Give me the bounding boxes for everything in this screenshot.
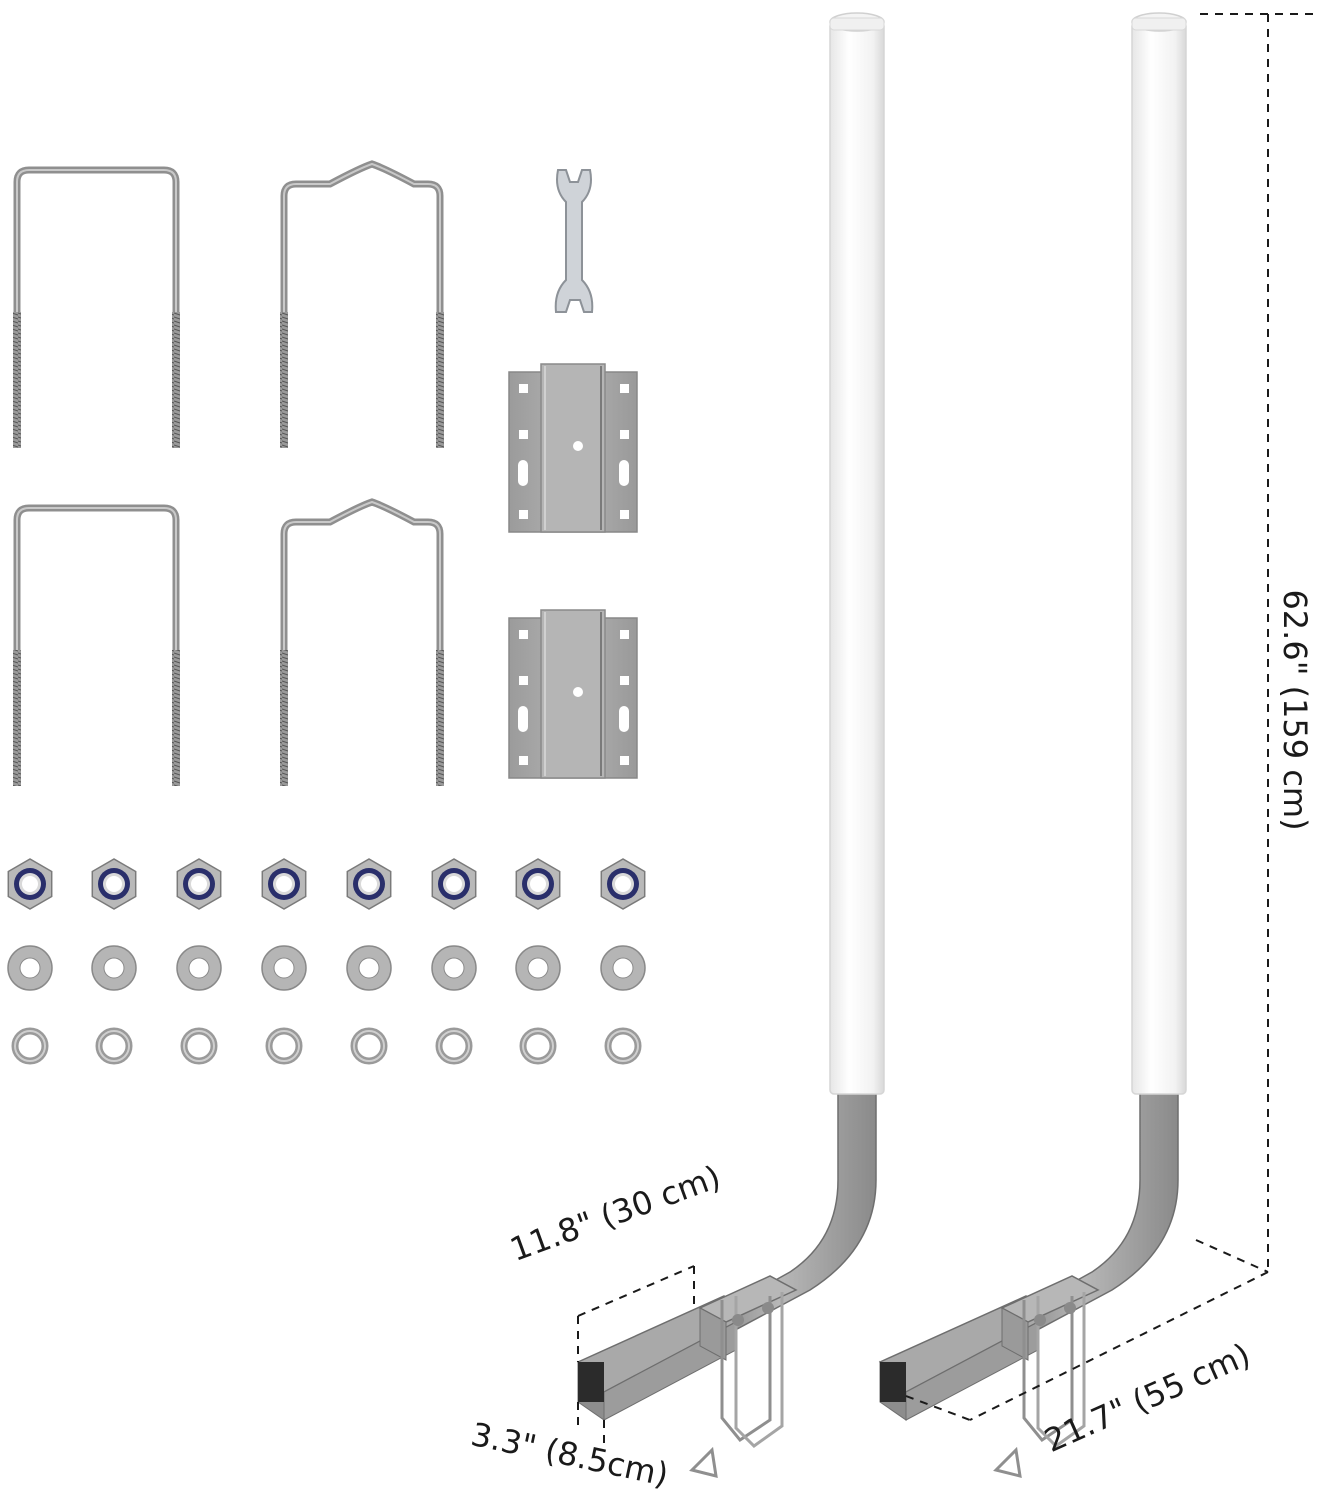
lock-nut-icon bbox=[7, 858, 53, 910]
wrench-icon bbox=[554, 169, 594, 313]
washer-icon bbox=[346, 945, 392, 991]
lock-nut-icon bbox=[515, 858, 561, 910]
spring-washer-icon bbox=[265, 1027, 303, 1065]
lock-nut-icon bbox=[176, 858, 222, 910]
washer-icon bbox=[600, 945, 646, 991]
u-bolt-icon bbox=[13, 504, 180, 786]
mounting-plate-icon bbox=[508, 609, 638, 779]
washer-icon bbox=[261, 945, 307, 991]
v-bolt-icon bbox=[280, 160, 444, 448]
height-dimension-label: 62.6" (159 cm) bbox=[1276, 589, 1314, 831]
lock-nut-icon bbox=[600, 858, 646, 910]
washer-icon bbox=[176, 945, 222, 991]
guide-post-icon bbox=[576, 12, 885, 1479]
lock-nut-icon bbox=[261, 858, 307, 910]
mounting-plate-icon bbox=[508, 363, 638, 533]
lock-nut-icon bbox=[91, 858, 137, 910]
v-bolt-icon bbox=[280, 498, 444, 786]
washer-icon bbox=[515, 945, 561, 991]
spring-washer-icon bbox=[11, 1027, 49, 1065]
spring-washer-icon bbox=[604, 1027, 642, 1065]
lock-nut-row bbox=[7, 858, 646, 910]
washer-icon bbox=[431, 945, 477, 991]
lock-nut-icon bbox=[346, 858, 392, 910]
spring-washer-icon bbox=[95, 1027, 133, 1065]
washer-row bbox=[7, 945, 646, 991]
spring-washer-row bbox=[11, 1027, 642, 1065]
u-bolt-icon bbox=[13, 166, 180, 448]
spring-washer-icon bbox=[350, 1027, 388, 1065]
washer-icon bbox=[7, 945, 53, 991]
spring-washer-icon bbox=[435, 1027, 473, 1065]
lock-nut-icon bbox=[431, 858, 477, 910]
spring-washer-icon bbox=[180, 1027, 218, 1065]
guide-post-icon bbox=[878, 12, 1187, 1479]
dimension-lines bbox=[577, 13, 1320, 1450]
washer-icon bbox=[91, 945, 137, 991]
spring-washer-icon bbox=[519, 1027, 557, 1065]
